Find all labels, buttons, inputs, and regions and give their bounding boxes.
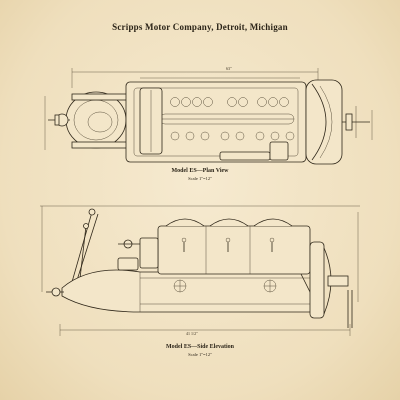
side-elevation-caption: Model ES—Side Elevation Scale 1"=12" [0, 344, 400, 358]
gear-housing [61, 269, 321, 313]
rear-flywheel [309, 241, 325, 319]
side-elevation-drawing: 41 1/2" [40, 205, 360, 336]
plan-view-title: Model ES—Plan View [171, 168, 229, 174]
side-overall-dimension: 41 1/2" [186, 331, 198, 336]
cylinder-block [157, 225, 311, 275]
document-heading: Scripps Motor Company, Detroit, Michigan [112, 22, 288, 32]
plan-view-drawing: 63" [44, 66, 373, 165]
plan-view-caption: Model ES—Plan View Scale 1"=12" [0, 168, 400, 182]
plan-overall-dimension: 63" [226, 66, 232, 71]
plan-view-scale: Scale 1"=12" [188, 176, 212, 181]
spark-plugs [181, 237, 275, 252]
upper-valve-ports [170, 97, 289, 107]
carburetor [139, 237, 159, 269]
lower-valve-ports [170, 131, 295, 141]
flywheel-housing [65, 91, 127, 149]
side-elevation-title: Model ES—Side Elevation [165, 344, 234, 350]
side-elevation-scale: Scale 1"=12" [188, 352, 212, 357]
